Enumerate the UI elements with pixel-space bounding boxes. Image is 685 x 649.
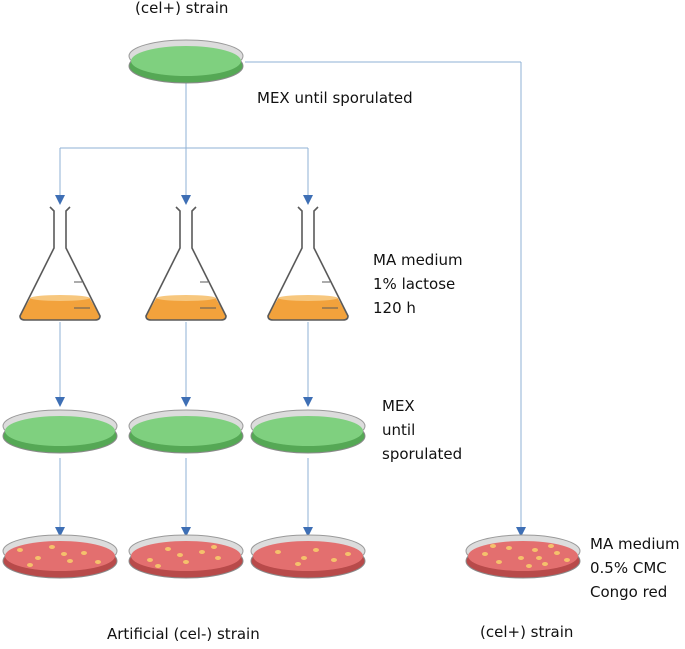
connector-lines [55, 61, 526, 537]
mex-plate-3 [250, 409, 366, 454]
flask-outline [19, 206, 101, 321]
colony [27, 563, 33, 567]
plate-medium [5, 541, 115, 571]
sporulated-line: sporulated [382, 445, 463, 463]
colony [526, 564, 532, 568]
flask-liquid [268, 298, 348, 320]
colony [183, 560, 189, 564]
red-plate-1 [2, 534, 118, 579]
flask-liquid-surface [278, 295, 338, 301]
mex-line: MEX [382, 397, 415, 415]
colony [275, 550, 281, 554]
colony [17, 548, 23, 552]
flask-outline [145, 206, 227, 321]
plate-medium [131, 416, 241, 446]
flask-2 [145, 206, 227, 321]
colony [199, 550, 205, 554]
diagram-shapes [2, 39, 581, 579]
plate-medium [468, 541, 578, 571]
flask-liquid [146, 298, 226, 320]
colony [532, 548, 538, 552]
colony [554, 551, 560, 555]
colony [496, 560, 502, 564]
cmc-line: 0.5% CMC [590, 559, 667, 577]
colony [67, 559, 73, 563]
colony [506, 546, 512, 550]
colony [518, 556, 524, 560]
flask-liquid [20, 298, 100, 320]
colony [313, 548, 319, 552]
plate-medium [5, 416, 115, 446]
mex-sporulated-label: MEX until sporulated [257, 89, 413, 107]
cmc-ma-line: MA medium [590, 535, 680, 553]
colony [542, 562, 548, 566]
colony [331, 558, 337, 562]
colony [81, 551, 87, 555]
colony [301, 556, 307, 560]
colony [95, 560, 101, 564]
colony [482, 552, 488, 556]
plate-medium [253, 541, 363, 571]
plate-medium [131, 541, 241, 571]
colony [490, 544, 496, 548]
colony [295, 562, 301, 566]
until-line: until [382, 421, 416, 439]
plate-medium [131, 46, 241, 76]
flask-1 [19, 206, 101, 321]
colony [215, 556, 221, 560]
colony [211, 545, 217, 549]
ma-medium-line: MA medium [373, 251, 463, 269]
artificial-strain-label: Artificial (cel-) strain [107, 625, 260, 643]
colony [165, 547, 171, 551]
top-plate-green [128, 39, 244, 84]
cmc-medium-label: MA medium 0.5% CMC Congo red [590, 532, 680, 604]
colony [155, 564, 161, 568]
lactose-line: 1% lactose [373, 275, 456, 293]
colony [345, 552, 351, 556]
colony [49, 545, 55, 549]
colony [177, 553, 183, 557]
colony [147, 558, 153, 562]
colony [61, 552, 67, 556]
red-plate-2 [128, 534, 244, 579]
ma-medium-label: MA medium 1% lactose 120 h [373, 248, 463, 320]
flask-liquid-surface [30, 295, 90, 301]
colony [548, 544, 554, 548]
red-plate-cel-plus [465, 534, 581, 579]
mex-plate-2 [128, 409, 244, 454]
flask-3 [267, 206, 349, 321]
mex-label: MEX until sporulated [382, 394, 462, 466]
flask-liquid-surface [156, 295, 216, 301]
flask-outline [267, 206, 349, 321]
bottom-strain-label: (cel+) strain [480, 623, 574, 641]
red-plate-3 [250, 534, 366, 579]
mex-plate-1 [2, 409, 118, 454]
top-strain-label: (cel+) strain [135, 0, 229, 17]
colony [35, 556, 41, 560]
duration-line: 120 h [373, 299, 416, 317]
congo-red-line: Congo red [590, 583, 668, 601]
plate-medium [253, 416, 363, 446]
colony [536, 556, 542, 560]
colony [564, 558, 570, 562]
